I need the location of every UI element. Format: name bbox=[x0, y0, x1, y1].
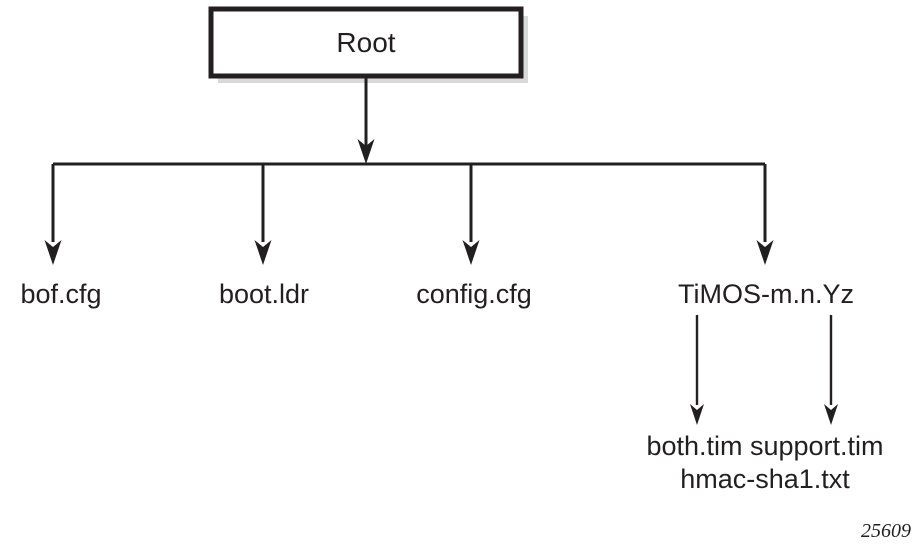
node-label-timos: TiMOS-m.n.Yz bbox=[678, 279, 854, 309]
figure-number: 25609 bbox=[861, 520, 911, 542]
node-label-hmac-sha1: hmac-sha1.txt bbox=[680, 464, 850, 494]
arrowhead-boot-ldr bbox=[254, 240, 272, 265]
arrowhead-support-tim bbox=[824, 404, 838, 425]
node-label-config-cfg: config.cfg bbox=[416, 279, 532, 309]
arrowhead-config-cfg bbox=[462, 240, 480, 265]
node-label-tim-files: both.tim support.tim bbox=[646, 431, 883, 461]
node-label-boot-ldr: boot.ldr bbox=[219, 279, 309, 309]
arrowhead-bof-cfg bbox=[44, 240, 62, 265]
arrowhead-timos bbox=[756, 240, 774, 265]
arrowhead-both-tim bbox=[690, 404, 704, 425]
root-box[interactable] bbox=[208, 6, 524, 79]
root-box-label: Root bbox=[336, 27, 395, 58]
node-label-bof-cfg: bof.cfg bbox=[20, 279, 101, 309]
